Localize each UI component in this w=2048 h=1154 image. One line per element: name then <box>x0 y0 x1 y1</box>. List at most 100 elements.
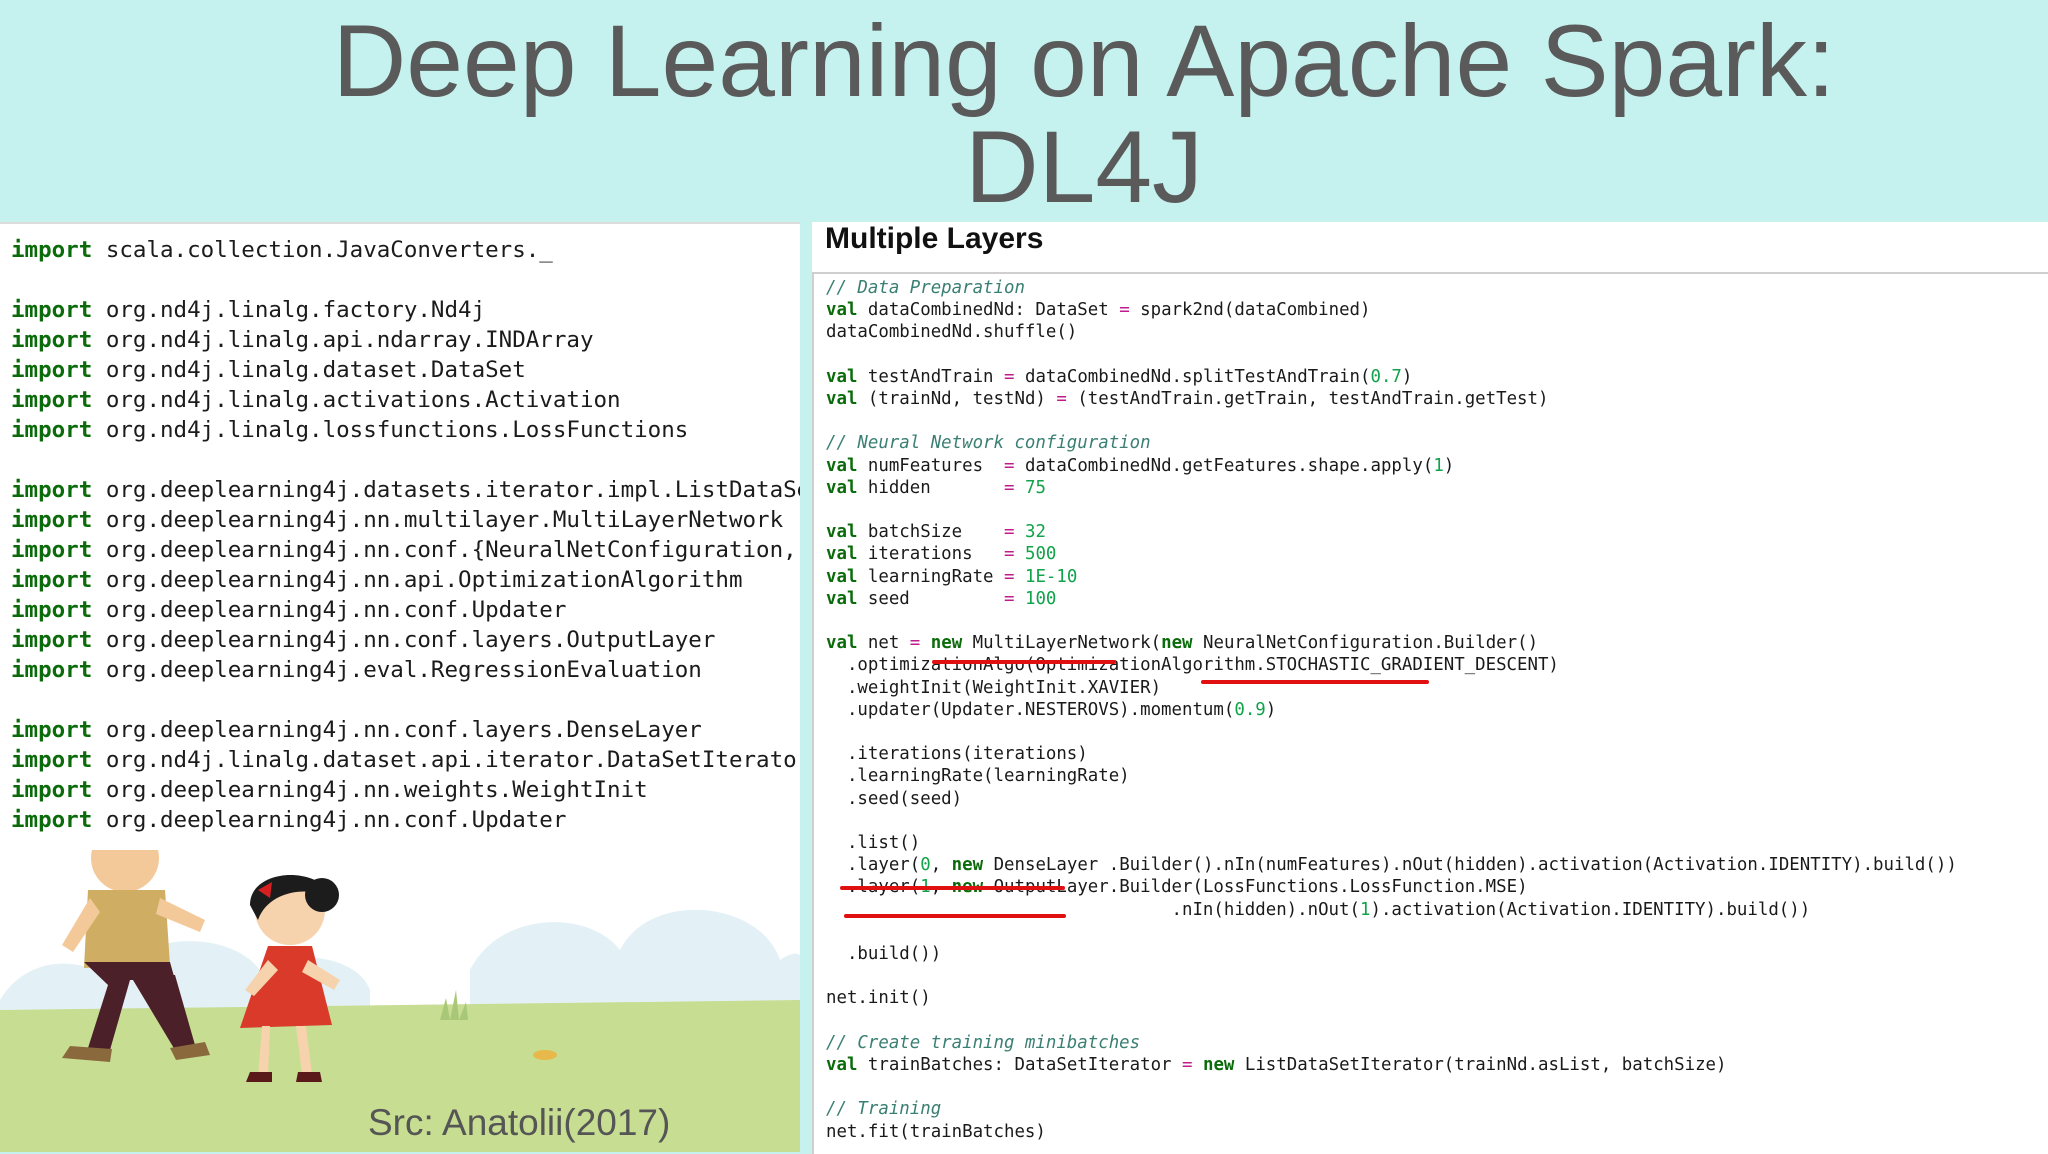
code-line: net.init() <box>826 988 931 1010</box>
import-keyword: import <box>11 717 93 743</box>
import-path: org.deeplearning4j.datasets.iterator.imp… <box>105 477 800 503</box>
import-path: org.deeplearning4j.nn.conf.Updater <box>105 807 567 833</box>
code-token: new <box>951 855 984 876</box>
underline-multilayernetwork <box>932 660 1116 664</box>
import-keyword: import <box>11 327 93 353</box>
code-line: // Create training minibatches <box>826 1033 1140 1055</box>
code-line: val numFeatures = dataCombinedNd.getFeat… <box>826 456 1454 478</box>
code-token <box>1015 522 1025 542</box>
code-token: val <box>826 389 858 409</box>
code-token: = <box>1004 522 1015 543</box>
code-token: dataCombinedNd.shuffle() <box>826 322 1078 343</box>
code-token <box>920 633 930 653</box>
slide-title: Deep Learning on Apache Spark: DL4J <box>0 8 2048 220</box>
import-keyword: import <box>11 807 93 833</box>
import-path: org.deeplearning4j.nn.multilayer.MultiLa… <box>105 507 784 533</box>
code-line: .layer(0, new DenseLayer .Builder().nIn(… <box>826 855 1957 877</box>
code-token: // Training <box>826 1099 942 1120</box>
code-token: 500 <box>1024 544 1057 565</box>
code-token: (testAndTrain.getTrain, testAndTrain.get… <box>1066 389 1549 409</box>
import-path: org.deeplearning4j.nn.conf.layers.DenseL… <box>105 717 702 743</box>
code-token: spark2nd(dataCombined) <box>1129 300 1371 321</box>
code-line: val batchSize = 32 <box>826 522 1046 544</box>
code-token: .weightInit(WeightInit.XAVIER) <box>826 677 1162 698</box>
code-line: .learningRate(learningRate) <box>826 766 1130 788</box>
import-keyword: import <box>11 417 93 443</box>
code-token <box>1015 544 1025 564</box>
code-token <box>1015 478 1025 498</box>
imports-code-block: import scala.collection.JavaConverters._… <box>0 222 800 852</box>
code-panel-title: Multiple Layers <box>825 222 1044 255</box>
import-line: import org.nd4j.linalg.lossfunctions.Los… <box>11 417 688 447</box>
import-keyword: import <box>11 627 93 653</box>
code-token: (trainNd, testNd) <box>857 389 1057 409</box>
import-path: org.deeplearning4j.nn.conf.layers.Output… <box>105 627 716 653</box>
code-token: net.fit(trainBatches) <box>826 1121 1046 1142</box>
import-keyword: import <box>11 297 93 323</box>
code-token: val <box>826 366 858 387</box>
code-panel-header: Multiple Layers <box>812 222 2048 272</box>
import-keyword: import <box>11 387 93 413</box>
import-path: org.nd4j.linalg.dataset.DataSet <box>105 357 526 383</box>
code-token: dataCombinedNd.getFeatures.shape.apply( <box>1014 455 1434 476</box>
code-line: .seed(seed) <box>826 789 962 811</box>
code-line: val iterations = 500 <box>826 544 1056 566</box>
code-token: hidden <box>857 477 1005 498</box>
slide-title-line-1: Deep Learning on Apache Spark: <box>332 4 1836 118</box>
code-token: val <box>826 455 858 476</box>
code-token: // Data Preparation <box>826 278 1025 298</box>
code-token: MultiLayerNetwork( <box>962 633 1162 654</box>
code-token: val <box>826 1055 858 1075</box>
import-line: import org.nd4j.linalg.dataset.DataSet <box>11 357 526 387</box>
code-token: ListDataSetIterator(trainNd.asList, batc… <box>1234 1055 1727 1075</box>
code-line: net.fit(trainBatches) <box>826 1122 1046 1144</box>
code-line: .updater(Updater.NESTEROVS).momentum(0.9… <box>826 700 1276 722</box>
code-token: val <box>826 522 858 543</box>
code-token: = <box>1004 588 1015 609</box>
code-token <box>1015 589 1025 609</box>
code-line: // Neural Network configuration <box>826 433 1151 455</box>
code-token: new <box>930 633 963 654</box>
import-keyword: import <box>11 567 93 593</box>
code-token: val <box>826 588 858 609</box>
code-token: net.init() <box>826 988 931 1009</box>
code-token: new <box>1161 633 1193 654</box>
code-token: = <box>1004 455 1015 476</box>
code-token: 1 <box>1433 455 1444 476</box>
code-line: val testAndTrain = dataCombinedNd.splitT… <box>826 367 1412 389</box>
code-token: .build()) <box>826 944 942 964</box>
import-path: org.nd4j.linalg.activations.Activation <box>105 387 621 413</box>
code-line: val dataCombinedNd: DataSet = spark2nd(d… <box>826 300 1370 322</box>
underline-outputlayer <box>844 914 1066 918</box>
code-token: NeuralNetConfiguration.Builder() <box>1192 633 1539 654</box>
code-token: val <box>826 566 858 587</box>
import-line: import org.nd4j.linalg.dataset.api.itera… <box>11 747 800 777</box>
code-token: learningRate <box>857 566 1005 587</box>
code-token: .list() <box>826 833 921 853</box>
multi-layer-code-block: net.fit(trainBatches)// Training val trai… <box>812 272 2048 1154</box>
code-token: .seed(seed) <box>826 788 963 809</box>
code-token: 1E-10 <box>1024 566 1078 587</box>
import-keyword: import <box>11 597 93 623</box>
import-line: import org.deeplearning4j.nn.conf.layers… <box>11 627 715 657</box>
code-token: OutputLayer.Builder(LossFunctions.LossFu… <box>983 877 1528 898</box>
code-token <box>1192 1055 1202 1075</box>
import-path: org.deeplearning4j.eval.RegressionEvalua… <box>105 657 702 683</box>
import-line: import org.deeplearning4j.datasets.itera… <box>11 477 800 507</box>
import-line: import org.deeplearning4j.eval.Regressio… <box>11 657 702 687</box>
code-line: val hidden = 75 <box>826 478 1046 500</box>
import-path: org.deeplearning4j.nn.conf.Updater <box>105 597 567 623</box>
code-token: ) <box>1401 366 1413 387</box>
code-line: .build()) <box>826 944 941 966</box>
code-token: dataCombinedNd: DataSet <box>857 300 1120 321</box>
code-line: val trainBatches: DataSetIterator = new … <box>826 1055 1726 1077</box>
code-token: .updater(Updater.NESTEROVS).momentum( <box>826 699 1235 720</box>
code-token: .layer( <box>826 855 921 876</box>
underline-stochastic-gradient-descent <box>1201 680 1429 684</box>
code-token: ).activation(Activation.IDENTITY).build(… <box>1370 899 1811 920</box>
code-token: 1 <box>1359 899 1371 920</box>
import-path: org.deeplearning4j.nn.api.OptimizationAl… <box>105 567 743 593</box>
import-path: org.nd4j.linalg.factory.Nd4j <box>105 297 486 323</box>
code-line: dataCombinedNd.shuffle() <box>826 322 1077 344</box>
code-token: = <box>1004 566 1015 587</box>
